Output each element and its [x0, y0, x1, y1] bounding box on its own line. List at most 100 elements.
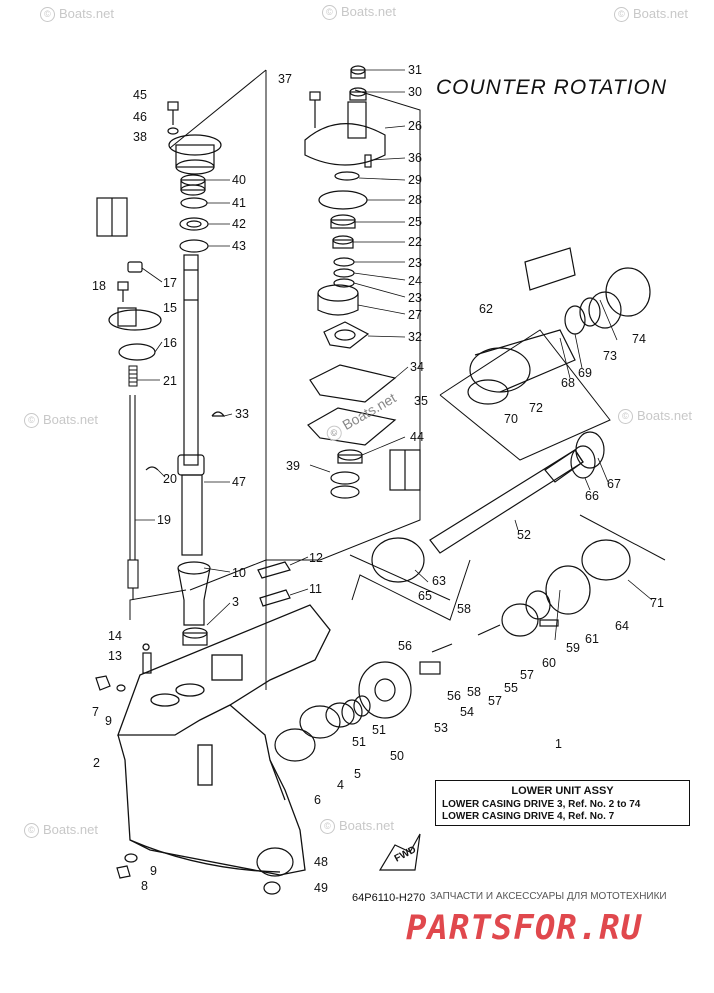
propeller-shaft-52 [429, 449, 584, 554]
washer-9b [124, 853, 138, 863]
bearing-housing-62 [469, 329, 576, 393]
ring-74 [605, 267, 651, 317]
callout-52: 52 [517, 528, 531, 542]
washer-46 [167, 127, 179, 135]
callout-15: 15 [163, 301, 177, 315]
washer-9a [116, 684, 126, 692]
copyright-icon: © [24, 413, 39, 428]
copyright-icon: © [320, 819, 335, 834]
gear-61 [525, 590, 551, 620]
callout-19: 19 [157, 513, 171, 527]
partsfor-logo: PARTSFOR.RU [406, 908, 643, 948]
copyright-icon: © [614, 7, 629, 22]
oil-seal-42 [179, 217, 209, 231]
callout-8: 8 [141, 879, 148, 893]
shift-plunger-53 [419, 661, 441, 675]
copyright-icon: © [618, 409, 633, 424]
grommet-33 [211, 411, 226, 417]
watermark-text: Boats.net [637, 408, 692, 423]
callout-56a: 56 [398, 639, 412, 653]
watermark-text: Boats.net [339, 818, 394, 833]
watermark: © Boats.net [618, 408, 692, 424]
callout-43: 43 [232, 239, 246, 253]
callout-39: 39 [286, 459, 300, 473]
footer-ru-text: ЗАПЧАСТИ И АКСЕССУАРЫ ДЛЯ МОТОТЕХНИКИ [430, 891, 667, 902]
callout-49: 49 [314, 881, 328, 895]
assembly-line-2: LOWER CASING DRIVE 4, Ref. No. 7 [442, 811, 615, 822]
grommet-30 [349, 87, 367, 101]
plug-31 [350, 65, 366, 79]
callout-12: 12 [309, 551, 323, 565]
part-code: 64P6110-H270 [352, 892, 426, 904]
callout-9b: 9 [150, 864, 157, 878]
watermark-text: Boats.net [43, 822, 98, 837]
callout-23b: 23 [408, 291, 422, 305]
callout-1: 1 [555, 737, 562, 751]
watermark: ©Boats.net [40, 6, 114, 22]
spring-21 [128, 365, 138, 387]
callout-23a: 23 [408, 256, 422, 270]
callout-56b: 56 [447, 689, 461, 703]
callout-62: 62 [479, 302, 493, 316]
callout-74: 74 [632, 332, 646, 346]
sleeve-10 [177, 561, 211, 626]
callout-71: 71 [650, 596, 664, 610]
cross-pin-56 [431, 643, 453, 653]
shim-5 [325, 702, 355, 728]
callout-40: 40 [232, 173, 246, 187]
callout-28: 28 [408, 193, 422, 207]
assembly-line-1: LOWER CASING DRIVE 3, Ref. No. 2 to 74 [442, 799, 641, 810]
callout-58a: 58 [457, 602, 471, 616]
callout-67: 67 [607, 477, 621, 491]
diagram-title: COUNTER ROTATION [436, 76, 668, 99]
callout-33: 33 [235, 407, 249, 421]
callout-31: 31 [408, 63, 422, 77]
insert-27 [317, 284, 359, 316]
bearing-housing-38 [168, 134, 222, 175]
callout-20: 20 [163, 472, 177, 486]
callout-59: 59 [566, 641, 580, 655]
plate-11 [259, 589, 291, 607]
watermark: ©Boats.net [24, 822, 98, 838]
callout-64: 64 [615, 619, 629, 633]
callout-30: 30 [408, 85, 422, 99]
callout-27: 27 [408, 308, 422, 322]
copyright-icon: © [40, 7, 55, 22]
watermark: © Boats.net [24, 412, 98, 428]
impeller-32 [323, 321, 370, 349]
leader-lines [135, 69, 653, 641]
callout-55: 55 [504, 681, 518, 695]
callout-58b: 58 [467, 685, 481, 699]
callout-25: 25 [408, 215, 422, 229]
callout-6: 6 [314, 793, 321, 807]
plate-12 [257, 561, 291, 579]
seal-25 [330, 214, 356, 229]
callout-38: 38 [133, 130, 147, 144]
callout-61: 61 [585, 632, 599, 646]
watermark-text: Boats.net [43, 412, 98, 427]
callout-48: 48 [314, 855, 328, 869]
callout-14: 14 [108, 629, 122, 643]
bushing-17 [127, 261, 143, 273]
callout-60: 60 [542, 656, 556, 670]
seals-68-69 [564, 297, 601, 335]
callout-3: 3 [232, 595, 239, 609]
callout-70: 70 [504, 412, 518, 426]
callout-5: 5 [354, 767, 361, 781]
shift-rod-19 [127, 395, 139, 600]
bearing-51 [341, 695, 371, 725]
tool-marker-M [96, 197, 128, 237]
clutch-60 [501, 603, 539, 637]
pump-housing-26 [304, 101, 386, 166]
ring-71 [581, 539, 631, 581]
callout-51a: 51 [352, 735, 366, 749]
assembly-title: LOWER UNIT ASSY [511, 785, 614, 797]
callout-50: 50 [390, 749, 404, 763]
watermark: ©Boats.net [322, 4, 396, 20]
callout-24: 24 [408, 274, 422, 288]
callout-34: 34 [410, 360, 424, 374]
callout-2: 2 [93, 756, 100, 770]
callout-57a: 57 [488, 694, 502, 708]
copyright-icon: © [322, 5, 337, 20]
